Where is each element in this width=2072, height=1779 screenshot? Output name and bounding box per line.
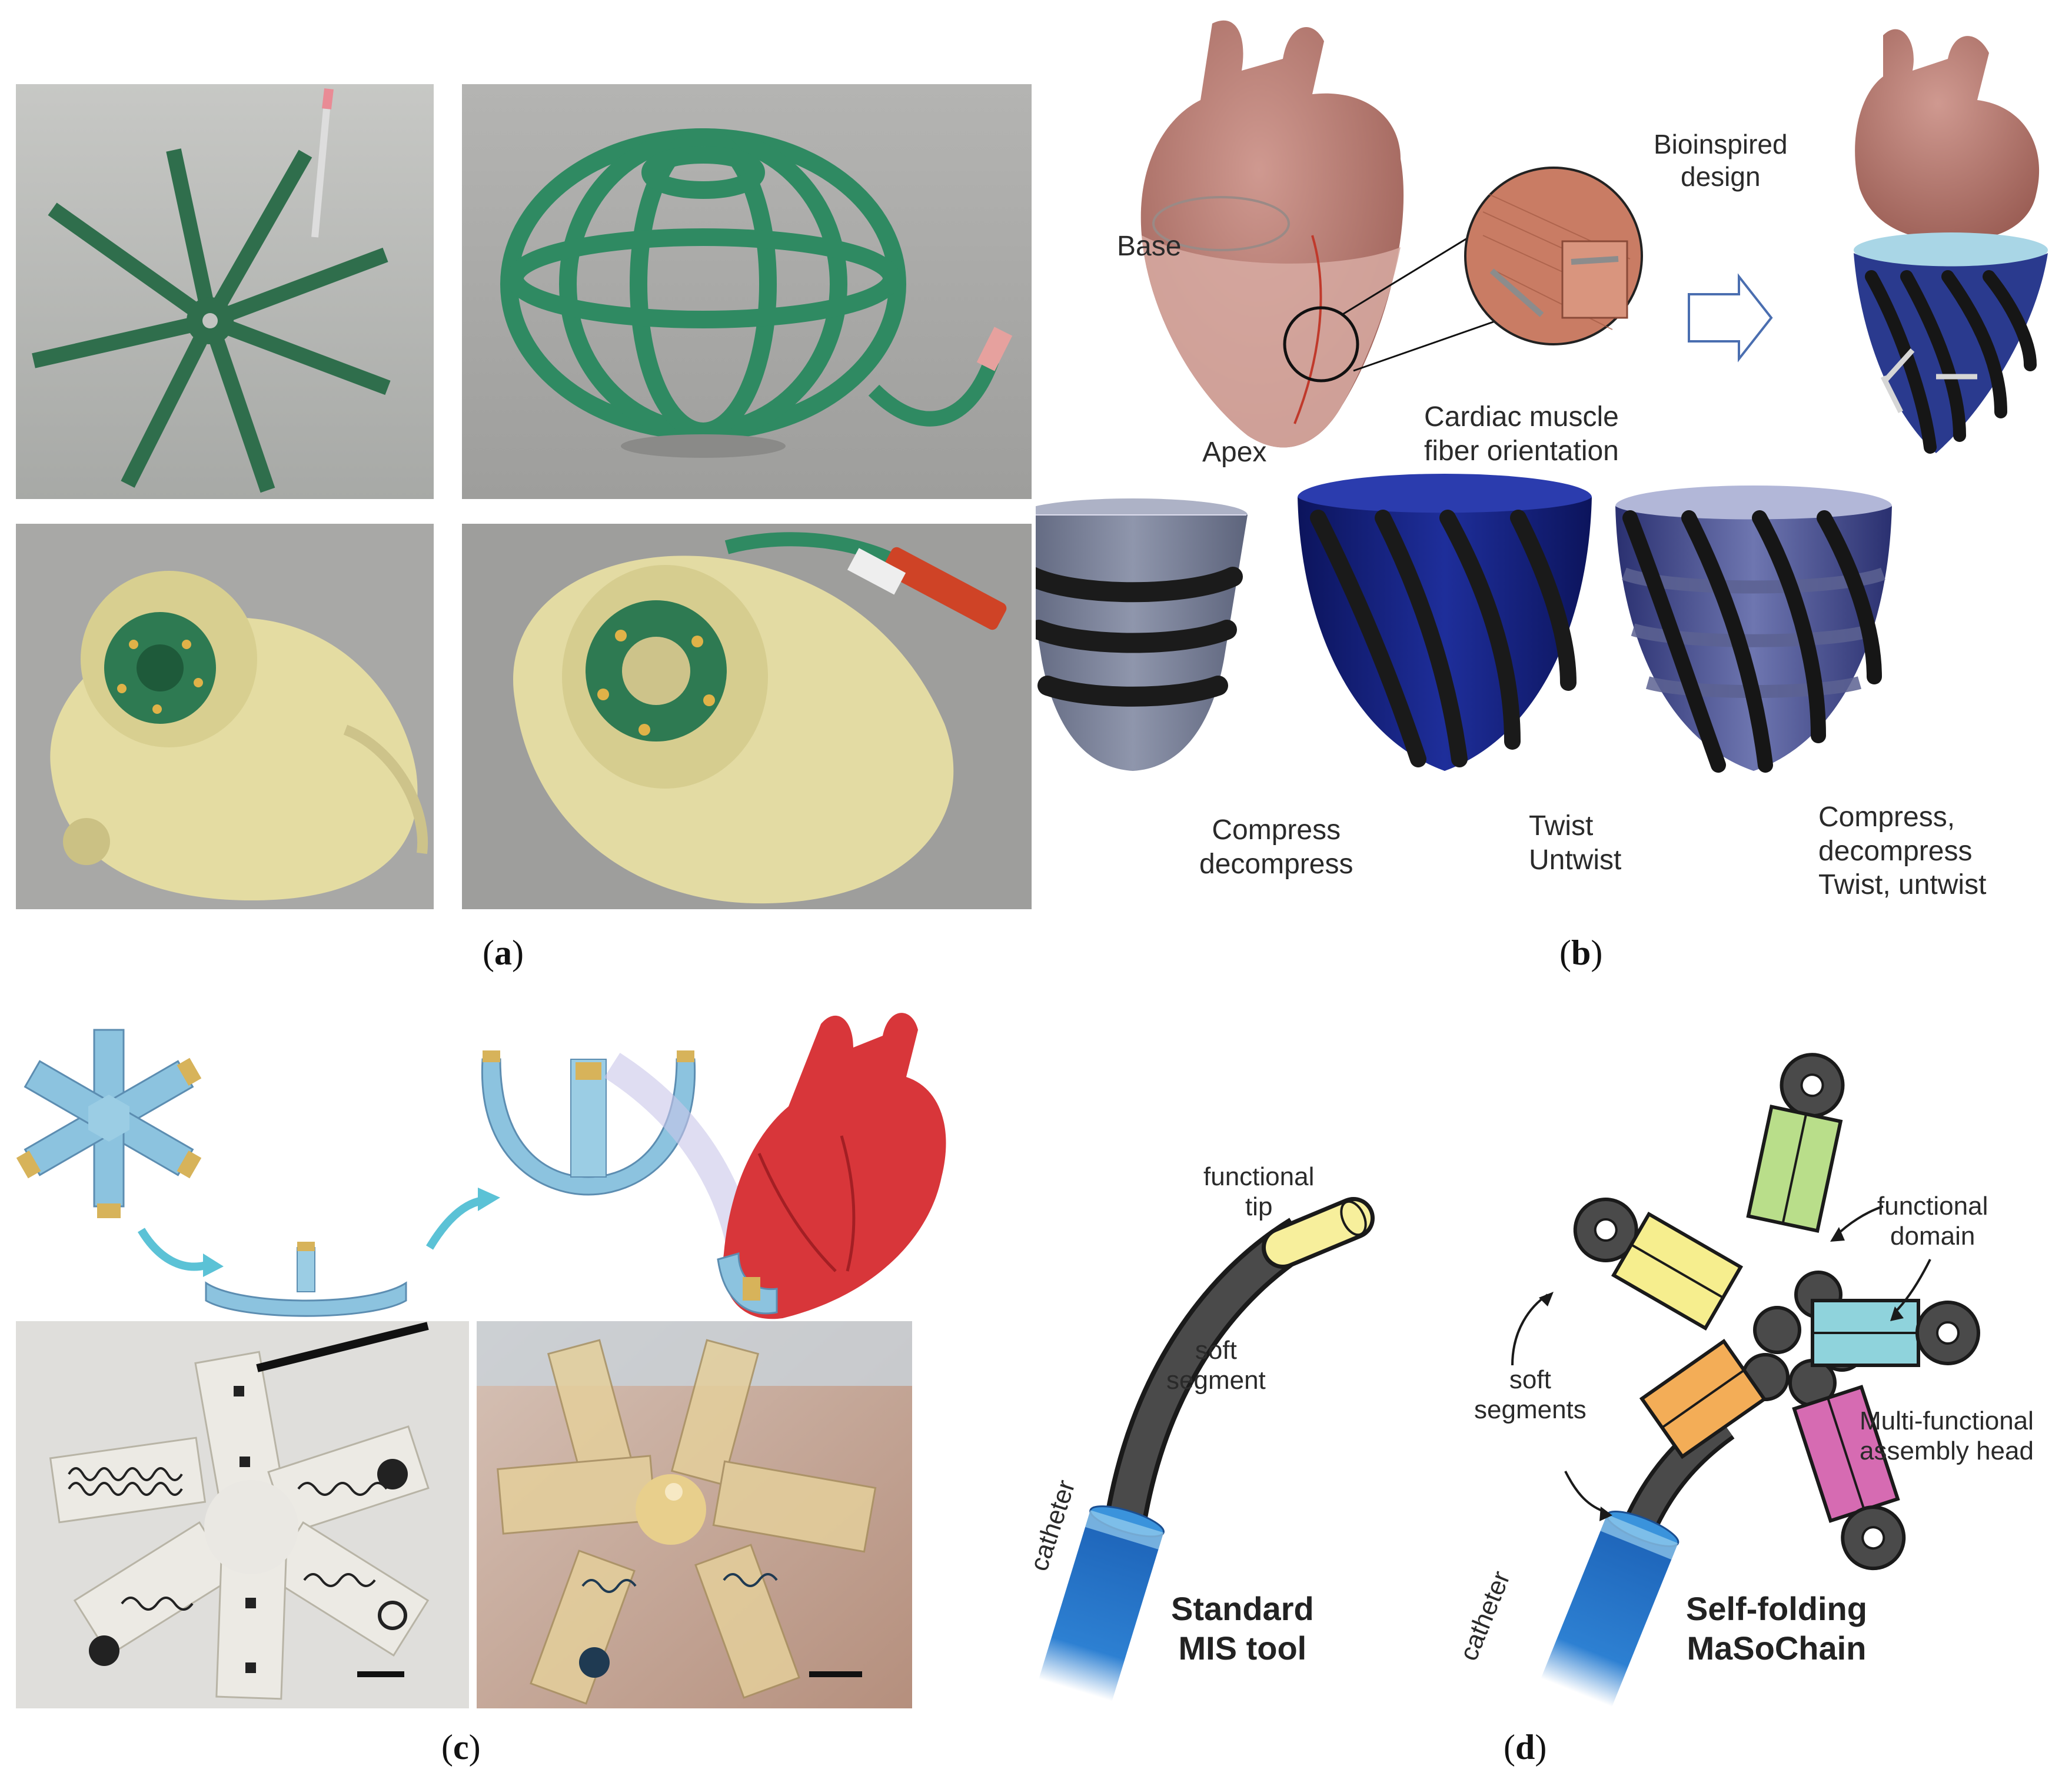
red-heart-model bbox=[717, 1013, 946, 1319]
panel-a: (a) bbox=[0, 0, 1036, 977]
label-base: Base bbox=[1117, 231, 1182, 262]
heart-with-sleeve bbox=[1854, 29, 2048, 454]
open-arrow-icon bbox=[1688, 273, 1773, 363]
panel-c: (c) bbox=[0, 1000, 1036, 1779]
compress-sleeve bbox=[1036, 498, 1248, 771]
caption-a: (a) bbox=[483, 933, 524, 972]
scale-bar bbox=[357, 1671, 404, 1677]
photo-star-strips bbox=[16, 84, 434, 499]
photo-sensor-star bbox=[16, 1321, 469, 1708]
caption-b: (b) bbox=[1559, 933, 1603, 972]
folding-sensor-illustration bbox=[16, 1013, 946, 1319]
photo-sensor-on-skin bbox=[477, 1321, 912, 1708]
heart-model bbox=[1140, 20, 1404, 448]
caption-d: (d) bbox=[1504, 1728, 1547, 1767]
arrow-icon bbox=[203, 1253, 224, 1277]
standard-mis-tool bbox=[1039, 1197, 1375, 1702]
combined-sleeve bbox=[1615, 486, 1892, 773]
photo-cage-in-heart bbox=[462, 524, 1032, 909]
photo-star-in-heart bbox=[16, 524, 434, 909]
bioinspired-diagram bbox=[1036, 20, 2048, 773]
photo-cage bbox=[462, 84, 1032, 499]
self-folding-masochain bbox=[1511, 1053, 1980, 1707]
masochain-diagram bbox=[1039, 1053, 1980, 1707]
label-apex: Apex bbox=[1202, 437, 1267, 468]
twist-sleeve bbox=[1298, 474, 1592, 771]
caption-c: (c) bbox=[441, 1728, 481, 1767]
